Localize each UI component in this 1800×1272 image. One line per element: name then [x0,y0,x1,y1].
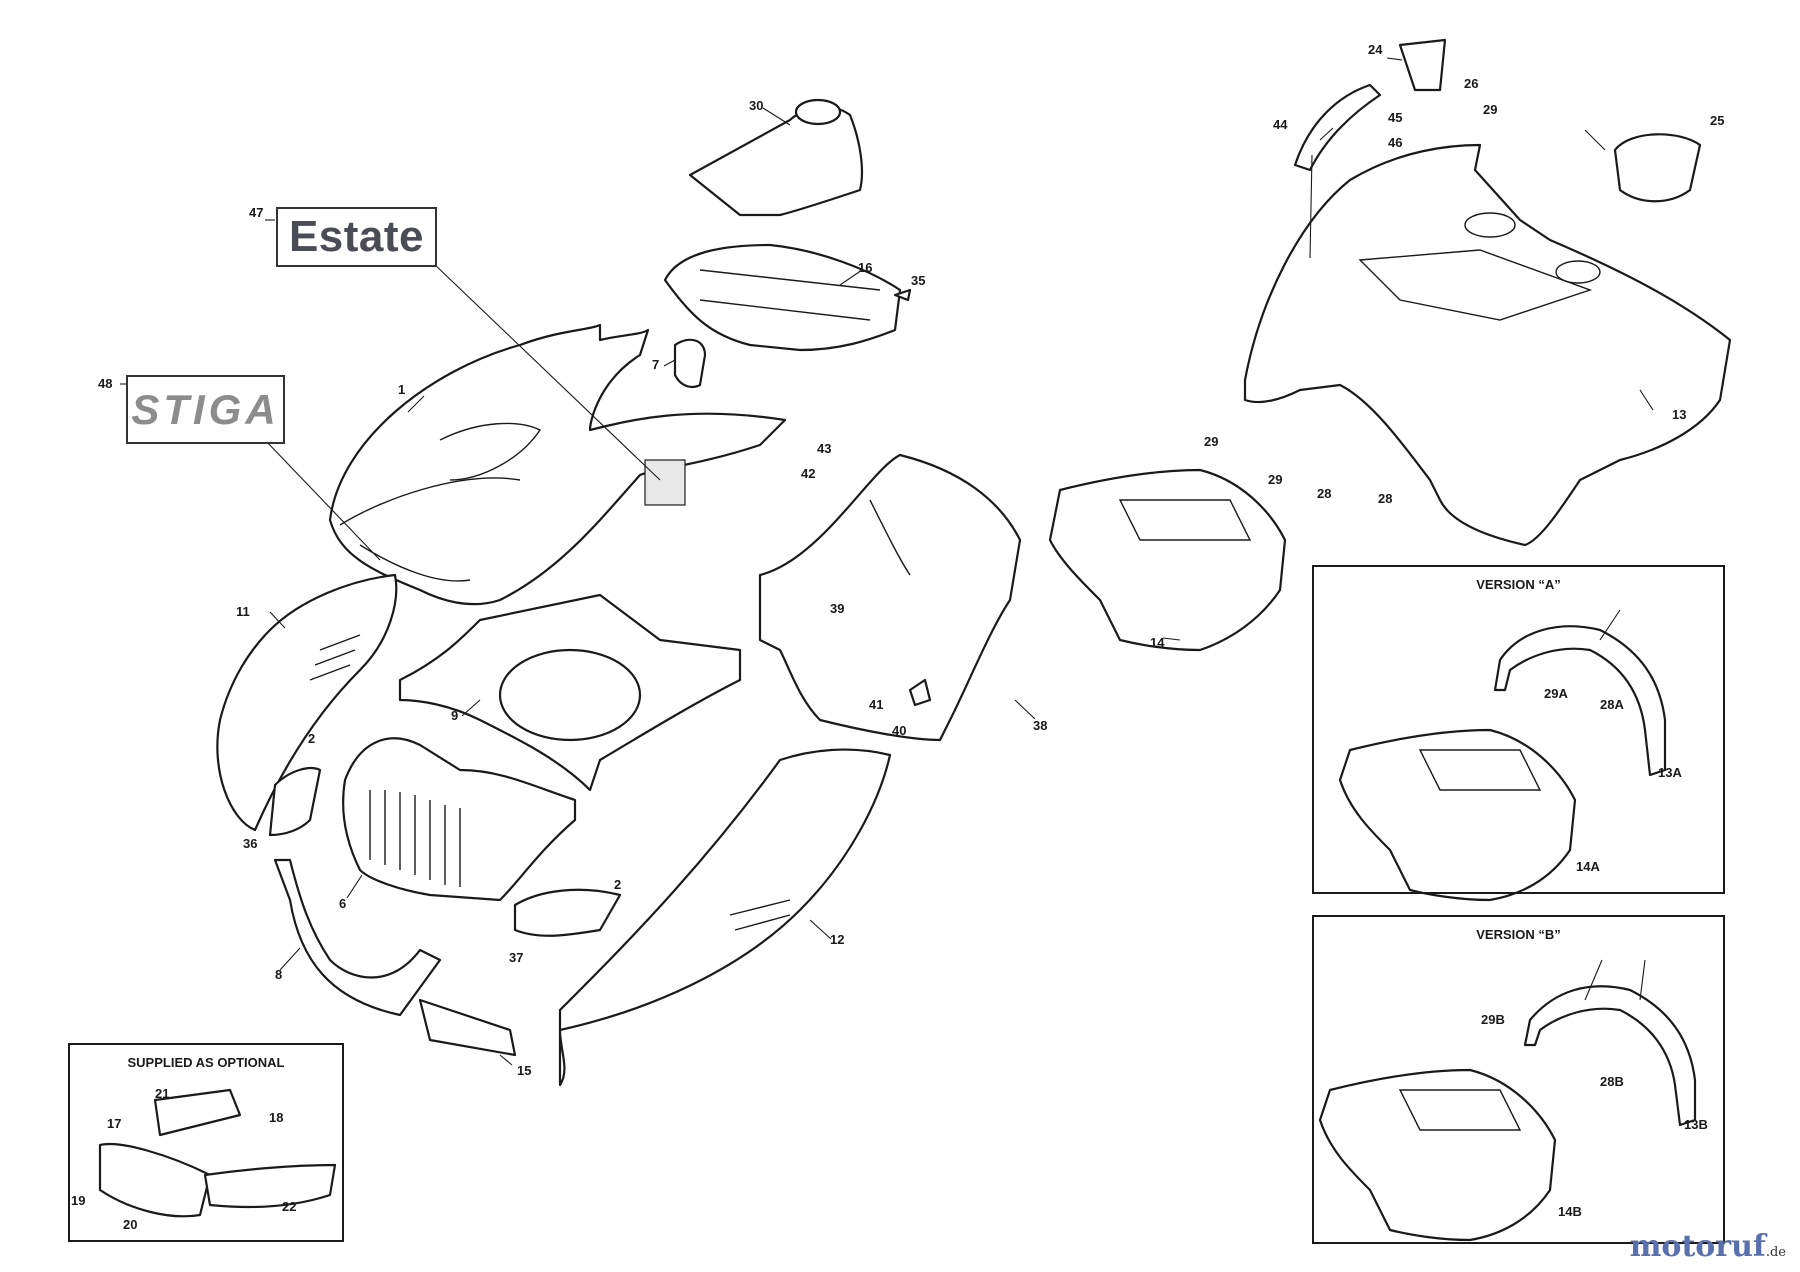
seat-pan-14A [1338,728,1577,902]
trim-part-20 [98,1143,212,1218]
watermark-suffix: .de [1765,1245,1786,1260]
callout-37: 37 [509,950,524,965]
callout-46: 46 [1388,135,1403,150]
handle-13A [1493,625,1667,777]
panel-part-16 [663,243,902,352]
callout-13A: 13A [1658,765,1682,780]
seat-pan-part [1048,468,1287,652]
callout-43: 43 [817,441,832,456]
callout-13B: 13B [1684,1117,1708,1132]
callout-44: 44 [1273,117,1288,132]
callout-36: 36 [243,836,258,851]
top-cover-part [688,106,864,217]
headlight-part [268,767,322,837]
trim-part-37 [513,888,622,937]
callout-40: 40 [892,723,907,738]
cup-holder-25 [1613,133,1702,203]
hood-part [328,323,787,606]
version-b-box: VERSION “B” [1312,915,1725,1244]
version-b-title: VERSION “B” [1476,927,1561,942]
callout-2a: 2 [308,731,316,746]
callout-38: 38 [1033,718,1048,733]
callout-29c: 29 [1268,472,1283,487]
callout-12: 12 [830,932,845,947]
callout-2b: 2 [614,877,622,892]
callout-30: 30 [749,98,764,113]
optional-title: SUPPLIED AS OPTIONAL [127,1055,285,1070]
callout-8: 8 [275,967,283,982]
callout-7: 7 [652,357,660,372]
dash-panel-part [758,453,1022,742]
footboard-part [418,998,517,1057]
side-panel-right [558,748,892,1087]
callout-28a: 28 [1317,486,1332,501]
callout-47: 47 [249,205,264,220]
callout-29A: 29A [1544,686,1568,701]
callout-29b: 29 [1204,434,1219,449]
callout-14A: 14A [1576,859,1600,874]
trim-part-22 [203,1163,337,1209]
callout-35: 35 [911,273,926,288]
callout-13: 13 [1672,407,1687,422]
callout-39: 39 [830,601,845,616]
grip-part-44 [1293,83,1382,172]
callout-20: 20 [123,1217,138,1232]
estate-label-text: Estate [288,212,425,261]
callout-28B: 28B [1600,1074,1624,1089]
callout-6: 6 [339,896,347,911]
callout-9: 9 [451,708,459,723]
grille-part [342,737,577,902]
callout-17: 17 [107,1116,122,1131]
motoruf-watermark: motoruf.de [1630,1229,1786,1264]
callout-1: 1 [398,382,406,397]
callout-45: 45 [1388,110,1403,125]
callout-18: 18 [269,1110,284,1125]
callout-29a: 29 [1483,102,1498,117]
callout-14B: 14B [1558,1204,1582,1219]
cup-holder-24 [1398,38,1447,92]
callout-24: 24 [1368,42,1383,57]
callout-16: 16 [858,260,873,275]
callout-28b: 28 [1378,491,1393,506]
bracket-part-7 [673,338,707,389]
callout-42: 42 [801,466,816,481]
watermark-brand: motoruf [1629,1229,1766,1264]
callout-28A: 28A [1600,697,1624,712]
stiga-label-text: STIGA [131,385,280,433]
callout-15: 15 [517,1063,532,1078]
handle-13B [1523,985,1697,1127]
callout-48: 48 [98,376,113,391]
callout-21: 21 [155,1086,170,1101]
callout-41: 41 [869,697,884,712]
callout-26: 26 [1464,76,1479,91]
callout-19: 19 [71,1193,86,1208]
stiga-label: STIGA [126,375,285,444]
callout-25: 25 [1710,113,1725,128]
front-trim-part [273,858,442,1017]
callout-29B: 29B [1481,1012,1505,1027]
version-a-box: VERSION “A” [1312,565,1725,894]
version-a-title: VERSION “A” [1476,577,1561,592]
callout-11: 11 [236,604,250,619]
bracket-part-35 [893,288,912,302]
rear-fender-part [1243,143,1732,547]
callout-22: 22 [282,1199,297,1214]
clip-part-40 [908,678,932,707]
optional-box: SUPPLIED AS OPTIONAL [68,1043,344,1242]
estate-label: Estate [276,207,437,267]
callout-14: 14 [1150,635,1165,650]
seat-pan-14B [1318,1068,1557,1242]
bracket-part-21 [153,1088,242,1137]
